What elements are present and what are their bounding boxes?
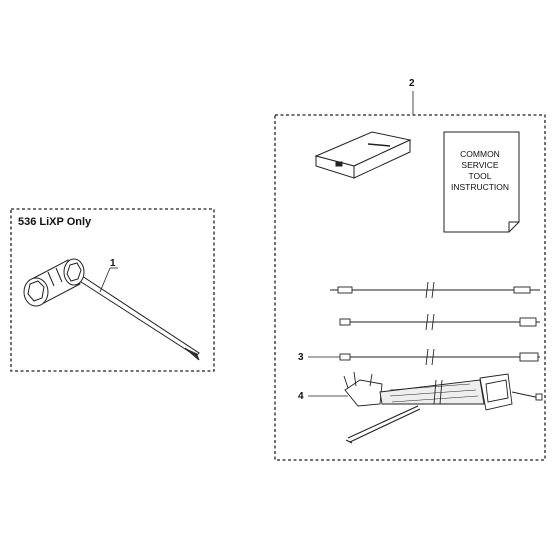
cable-a (330, 281, 540, 299)
left-group-title: 536 LiXP Only (18, 216, 92, 228)
instruction-line-4: INSTRUCTION (451, 182, 509, 192)
callout-3-label: 3 (298, 352, 304, 363)
cable-b (339, 313, 540, 331)
left-group-box (10, 208, 215, 372)
instruction-line-1: COMMON (460, 149, 500, 159)
service-tool-interface (314, 131, 412, 179)
cable-c (339, 348, 540, 366)
braided-harness (343, 371, 543, 411)
instruction-line-3: TOOL (469, 171, 492, 181)
callout-4-label: 4 (298, 391, 304, 402)
combination-wrench (23, 258, 200, 361)
right-group-box (274, 114, 546, 461)
callout-2-label: 2 (409, 78, 415, 89)
callout-1-label: 1 (110, 258, 116, 269)
instruction-line-2: SERVICE (461, 160, 498, 170)
tweezers (345, 405, 421, 444)
instruction-sheet: COMMON SERVICE TOOL INSTRUCTION (443, 131, 520, 233)
